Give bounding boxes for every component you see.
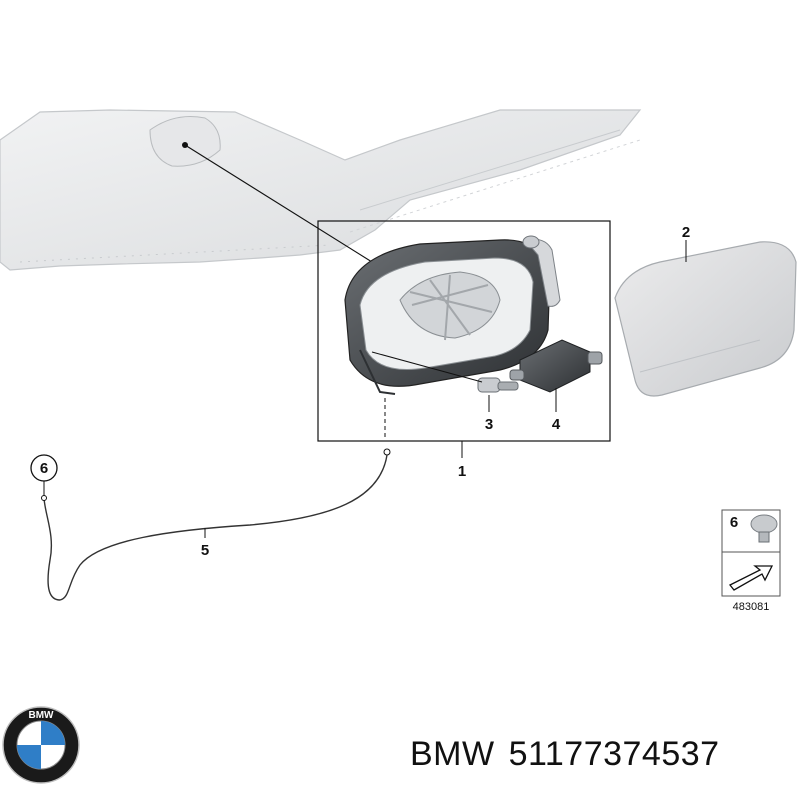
callout-4: 4	[552, 416, 561, 433]
leader-line-body	[184, 144, 373, 263]
callout-1: 1	[458, 463, 466, 480]
footer-caption: BMW 51177374537	[410, 735, 734, 774]
arrow-icon	[728, 565, 774, 591]
diagram-id: 483081	[733, 601, 770, 613]
callout-5: 5	[201, 542, 209, 559]
footer-part-number: 51177374537	[508, 735, 720, 773]
footer-brand: BMW	[410, 735, 495, 773]
callout-2: 2	[682, 224, 690, 241]
side-panel-illustration	[0, 109, 642, 271]
bmw-logo: BMW	[2, 706, 80, 784]
callout-3: 3	[485, 416, 493, 433]
release-cable	[41, 448, 391, 601]
actuator-part	[509, 339, 603, 393]
logo-ring-text: BMW	[29, 710, 55, 721]
fuel-flap-part	[614, 241, 797, 397]
fuel-filler-housing	[344, 235, 561, 395]
callout-6: 6	[40, 460, 48, 477]
legend-callout-6: 6	[730, 514, 738, 531]
pin-part	[371, 351, 519, 393]
legend-box: 6 483081	[721, 509, 781, 613]
assembly-frame	[317, 220, 611, 442]
